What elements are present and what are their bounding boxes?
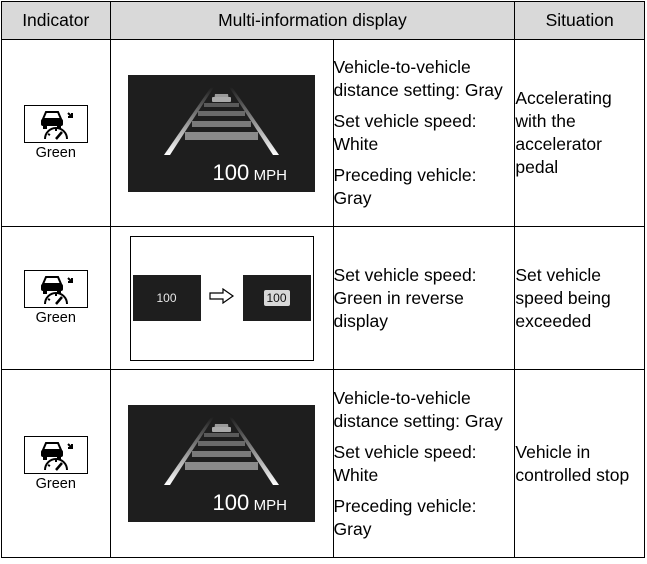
display-cell: 100 MPH: [109, 369, 334, 558]
description-item: Set vehicle speed: White: [333, 111, 477, 154]
speed-unit: MPH: [253, 497, 288, 514]
indicator-color-label: Green: [35, 145, 76, 161]
speed-reverse-display: 100: [242, 275, 311, 321]
description-cell: Vehicle-to-vehicle distance setting: Gra…: [332, 39, 516, 227]
table-row: Green: [1, 39, 645, 227]
table-row: Green: [1, 369, 645, 558]
display-cell: 100 MPH: [109, 39, 334, 227]
description-cell: Set vehicle speed: Green in reverse disp…: [332, 226, 516, 370]
radar-cruise-control-icon: [23, 105, 88, 143]
indicator-cell: Green: [1, 369, 111, 558]
speed-value-normal: 100: [156, 291, 177, 305]
indicator-cell: Green: [1, 39, 111, 227]
description-item: Set vehicle speed: Green in reverse disp…: [333, 264, 477, 331]
situation-cell: Accelerating with the accelerator pedal: [514, 39, 645, 227]
speed-unit: MPH: [253, 166, 288, 184]
situation-cell: Set vehicle speed being exceeded: [514, 226, 645, 370]
header-row: Indicator Multi-information display Situ…: [1, 1, 645, 40]
display-cell: 100 100: [109, 226, 334, 370]
description-cell: Vehicle-to-vehicle distance setting: Gra…: [332, 369, 516, 558]
speed-value: 100: [212, 490, 250, 515]
radar-cruise-control-icon: [23, 270, 88, 308]
reverse-display-illustration: 100 100: [129, 235, 314, 361]
header-situation: Situation: [514, 1, 645, 40]
speed-value-reverse: 100: [263, 290, 290, 306]
radar-cruise-control-icon: [23, 435, 88, 474]
indicator-color-label: Green: [35, 310, 76, 326]
table-row: Green 100 100 Set vehicle speed: Green i…: [1, 226, 645, 370]
multi-info-display-screen: 100 MPH: [128, 74, 316, 192]
indicator-color-label: Green: [35, 475, 76, 492]
header-display: Multi-information display: [109, 1, 516, 40]
situation-cell: Vehicle in controlled stop: [514, 369, 645, 558]
description-item: Set vehicle speed: White: [333, 441, 477, 485]
description-item: Preceding vehicle: Gray: [333, 165, 477, 208]
description-item: Vehicle-to-vehicle distance setting: Gra…: [333, 387, 503, 431]
speed-normal-display: 100: [132, 275, 201, 321]
speed-value: 100: [212, 159, 250, 185]
description-item: Vehicle-to-vehicle distance setting: Gra…: [333, 57, 503, 100]
multi-info-display-screen: 100 MPH: [128, 405, 316, 522]
indicator-cell: Green: [1, 226, 111, 370]
header-indicator: Indicator: [1, 1, 111, 40]
description-item: Preceding vehicle: Gray: [333, 495, 477, 539]
right-arrow-icon: [208, 287, 235, 309]
